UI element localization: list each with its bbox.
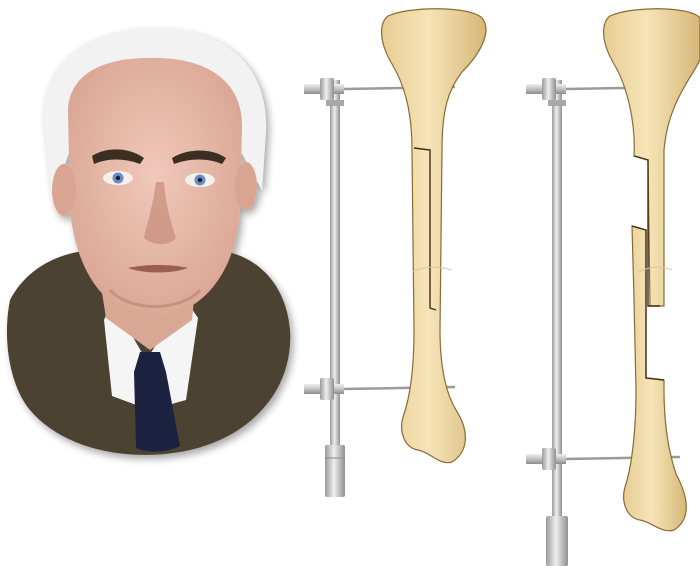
fixator-intact-bone [304,9,486,497]
fixator-rod [330,80,340,460]
fixator-handle [325,445,345,497]
portrait [7,28,290,455]
portrait-face [68,58,242,318]
bone-intact [382,9,486,463]
bone-upper-fragment [604,9,700,306]
fixator-lengthened-bone [526,9,700,566]
fixator-handle [546,516,568,566]
